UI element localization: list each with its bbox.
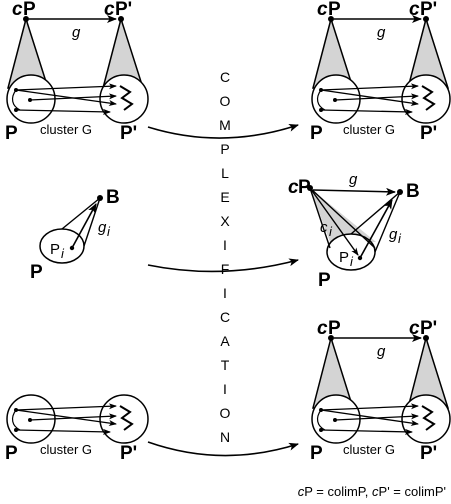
label-g: g xyxy=(72,24,81,41)
vertical-word-complexification: C O M P L E X I F I C A T I O N xyxy=(219,69,231,445)
label-P: P xyxy=(328,318,341,339)
label-P: P xyxy=(50,241,60,258)
label-P-prime: P' xyxy=(420,318,437,339)
label-g: g xyxy=(98,219,107,236)
vertical-letter: A xyxy=(220,333,230,349)
caption-part2: P' = colimP' xyxy=(379,484,446,499)
label-P-prime: P' xyxy=(420,0,437,20)
vertical-letter: C xyxy=(220,69,230,85)
vertical-letter: N xyxy=(220,429,230,445)
label-index-i: i xyxy=(329,224,333,239)
label-c: c xyxy=(12,0,23,20)
panel-bottom-left: P cluster G P' xyxy=(5,394,149,464)
label-cluster-g: cluster G xyxy=(343,442,395,457)
caption-c2: c xyxy=(372,484,379,499)
vertical-letter: I xyxy=(223,285,227,301)
label-g: g xyxy=(349,171,358,188)
label-P: P xyxy=(310,123,323,144)
label-c: c xyxy=(317,0,328,20)
panel-top-left: c P c P' g P cluster G P' xyxy=(5,0,149,144)
label-cluster-g: cluster G xyxy=(40,442,92,457)
label-P: P xyxy=(5,123,18,144)
panel-top-right: c P c P' g P cluster G P' xyxy=(310,0,451,144)
vertical-letter: O xyxy=(220,405,231,421)
vertical-letter: I xyxy=(223,237,227,253)
label-P-prime: P' xyxy=(115,0,132,20)
vertical-letter: X xyxy=(220,213,230,229)
label-c: c xyxy=(104,0,115,20)
label-P-prime: P' xyxy=(120,123,137,144)
label-g: g xyxy=(377,343,386,360)
vertical-letter: E xyxy=(220,189,229,205)
label-g: g xyxy=(377,24,386,41)
caption-part1: P = colimP, xyxy=(304,484,372,499)
label-index-i: i xyxy=(350,254,354,269)
label-index-i: i xyxy=(398,231,402,246)
vertical-letter: O xyxy=(220,93,231,109)
label-P: P xyxy=(339,249,349,266)
vertical-letter: I xyxy=(223,381,227,397)
complexification-arrows xyxy=(147,124,299,457)
label-index-i: i xyxy=(61,246,65,261)
panel-bottom-right: c P c P' g P cluster G P' xyxy=(310,318,451,464)
label-P: P xyxy=(310,443,323,464)
label-index-i: i xyxy=(107,224,111,239)
panel-middle-right: c P B g c i g i P i P xyxy=(288,171,420,291)
label-P-prime: P' xyxy=(120,443,137,464)
caption: cP = colimP, cP' = colimP' xyxy=(298,484,446,499)
vertical-letter: P xyxy=(220,141,229,157)
caption-c1: c xyxy=(298,484,305,499)
label-c: c xyxy=(409,318,420,339)
label-c: c xyxy=(320,219,328,236)
label-g: g xyxy=(389,226,398,243)
label-c: c xyxy=(317,318,328,339)
vertical-letter: T xyxy=(221,357,230,373)
label-B: B xyxy=(106,187,120,208)
label-P-prime: P' xyxy=(420,123,437,144)
label-c: c xyxy=(288,177,299,198)
label-cluster-g: cluster G xyxy=(40,122,92,137)
label-P: P xyxy=(318,270,331,291)
label-P: P xyxy=(328,0,341,20)
label-c: c xyxy=(409,0,420,20)
vertical-letter: L xyxy=(221,165,229,181)
vertical-letter: M xyxy=(219,117,231,133)
label-P: P xyxy=(23,0,36,20)
label-cluster-g: cluster G xyxy=(343,122,395,137)
vertical-letter: F xyxy=(221,261,230,277)
label-P: P xyxy=(30,262,43,283)
label-P: P xyxy=(5,443,18,464)
panel-middle-left: B g i P i P xyxy=(30,187,120,283)
label-P: P xyxy=(298,177,311,198)
label-B: B xyxy=(406,181,420,202)
vertical-letter: C xyxy=(220,309,230,325)
label-P-prime: P' xyxy=(420,443,437,464)
